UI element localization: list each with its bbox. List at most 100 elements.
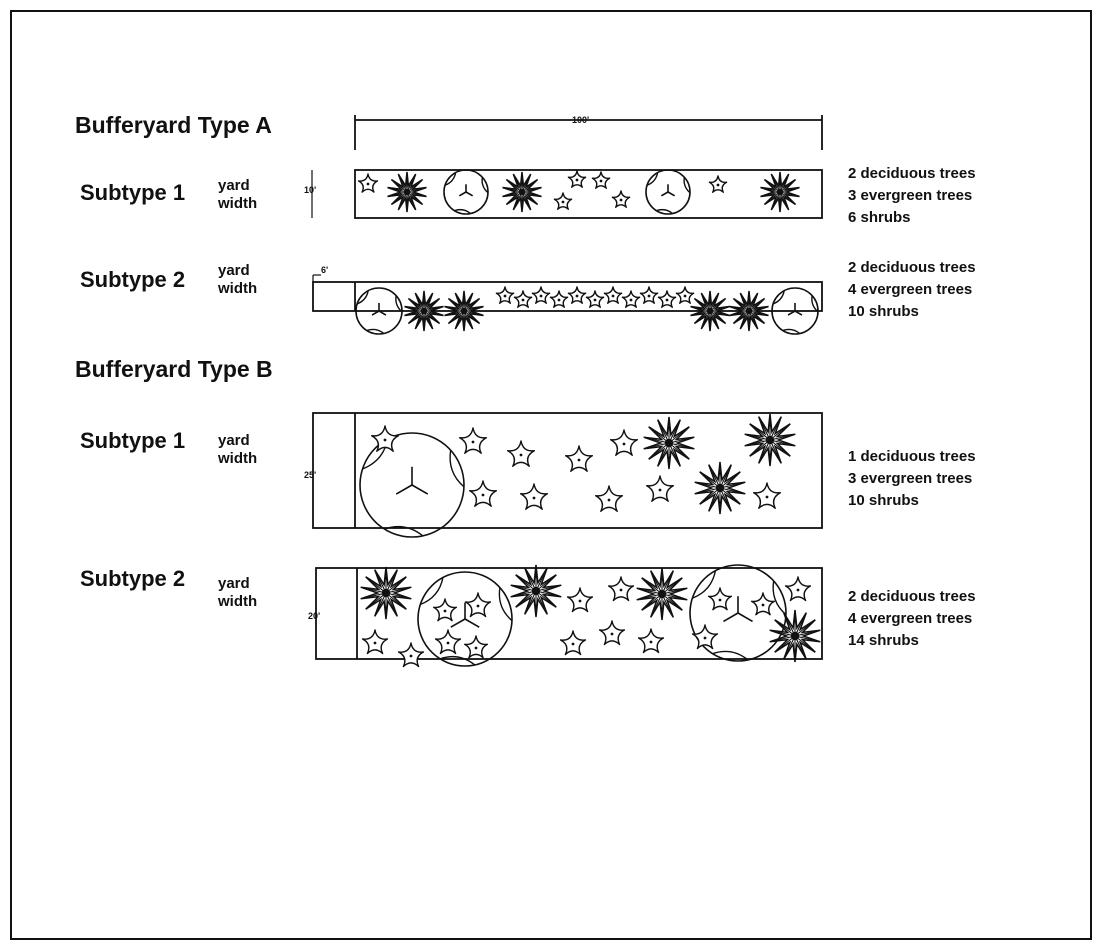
evergreen-tree-icon (769, 609, 821, 663)
deciduous-tree-icon (359, 432, 465, 538)
evergreen-tree-icon (729, 290, 769, 332)
evergreen-tree-icon (694, 461, 746, 515)
type-a-subtype-2-width-dimension: 6' (321, 265, 329, 275)
shrub-icon (607, 576, 635, 602)
shrub-icon (520, 483, 548, 510)
deciduous-tree-icon (417, 571, 513, 667)
evergreen-tree-icon (360, 566, 412, 620)
evergreen-count: 4 evergreen trees (848, 281, 973, 298)
shrub-icon (459, 427, 487, 454)
shrub-icon (566, 587, 594, 613)
evergreen-tree-icon (404, 290, 444, 332)
yard-label: yard (218, 432, 250, 449)
type-b-subtype-2-strip (315, 567, 823, 660)
type-b-heading: Bufferyard Type B (75, 356, 273, 382)
shrub-icon (357, 173, 379, 193)
type-b-subtype-2-label: Subtype 2 (80, 566, 186, 591)
shrub-count: 10 shrubs (848, 303, 919, 320)
shrub-count: 6 shrubs (848, 209, 911, 226)
shrub-icon (591, 171, 611, 189)
shrub-icon (750, 592, 776, 616)
type-b-subtype-2-yard-width: yard width (218, 575, 257, 611)
yard-label: yard (218, 575, 250, 592)
shrub-icon (565, 445, 593, 472)
type-a-subtype-1-label: Subtype 1 (80, 180, 186, 205)
shrub-icon (567, 170, 587, 188)
shrub-icon (434, 629, 462, 655)
shrub-icon (595, 485, 623, 512)
shrub-icon (469, 480, 497, 507)
deciduous-tree-icon (443, 169, 489, 215)
shrub-icon (598, 620, 626, 646)
shrub-icon (361, 629, 389, 655)
shrub-icon (549, 290, 569, 308)
shrub-count: 14 shrubs (848, 632, 919, 649)
deciduous-tree-icon (355, 287, 403, 335)
type-b-subtype-1-strip (312, 412, 823, 529)
width-label: width (218, 280, 258, 297)
type-b-subtype-2-width-dimension: 20' (308, 611, 321, 621)
type-b-subtype-1-width-dimension: 25' (304, 470, 317, 480)
width-label: width (218, 195, 258, 212)
shrub-icon (463, 635, 489, 659)
width-label: width (218, 593, 258, 610)
deciduous-count: 1 deciduous trees (848, 448, 976, 465)
type-b-subtype-1-yard-width: yard width (218, 432, 257, 468)
shrub-icon (495, 286, 515, 304)
shrub-icon (567, 286, 587, 304)
deciduous-count: 2 deciduous trees (848, 259, 976, 276)
evergreen-count: 4 evergreen trees (848, 610, 973, 627)
width-label: width (218, 450, 258, 467)
plan-structure (311, 115, 823, 660)
shrub-icon (784, 576, 812, 602)
shrub-icon (610, 429, 638, 456)
evergreen-count: 3 evergreen trees (848, 470, 973, 487)
shrub-icon (553, 192, 573, 210)
type-a-subtype-2-label: Subtype 2 (80, 267, 186, 292)
evergreen-tree-icon (760, 171, 800, 213)
shrub-icon (397, 642, 425, 668)
shrub-icon (371, 425, 399, 452)
shrub-icon (639, 286, 659, 304)
yard-label: yard (218, 262, 250, 279)
evergreen-tree-icon (387, 171, 427, 213)
shrub-icon (646, 475, 674, 502)
deciduous-tree-icon (771, 287, 819, 335)
type-a-subtype-1-counts: 2 deciduous trees 3 evergreen trees 6 sh… (848, 163, 976, 229)
shrub-count: 10 shrubs (848, 492, 919, 509)
shrub-icon (621, 290, 641, 308)
deciduous-tree-icon (689, 564, 787, 662)
shrub-icon (603, 286, 623, 304)
shrub-icon (585, 290, 605, 308)
evergreen-tree-icon (643, 416, 695, 470)
deciduous-tree-icon (645, 169, 691, 215)
shrub-icon (675, 286, 695, 304)
plan-plants (355, 169, 821, 668)
evergreen-tree-icon (502, 171, 542, 213)
shrub-icon (707, 587, 733, 611)
shrub-icon (531, 286, 551, 304)
type-a-subtype-2-yard-width: yard width (218, 262, 257, 298)
shrub-icon (559, 630, 587, 656)
yard-label: yard (218, 177, 250, 194)
shrub-icon (753, 482, 781, 509)
deciduous-count: 2 deciduous trees (848, 588, 976, 605)
evergreen-tree-icon (744, 413, 796, 467)
evergreen-tree-icon (636, 567, 688, 621)
type-b-subtype-1-label: Subtype 1 (80, 428, 186, 453)
evergreen-tree-icon (444, 290, 484, 332)
evergreen-tree-icon (690, 290, 730, 332)
shrub-icon (657, 290, 677, 308)
shrub-icon (611, 190, 631, 208)
shrub-icon (637, 628, 665, 654)
shrub-icon (708, 175, 728, 193)
evergreen-count: 3 evergreen trees (848, 187, 973, 204)
shrub-icon (691, 624, 719, 650)
type-a-subtype-1-width-dimension: 10' (304, 185, 317, 195)
type-a-subtype-1-strip (354, 169, 823, 219)
shrub-icon (513, 290, 533, 308)
deciduous-count: 2 deciduous trees (848, 165, 976, 182)
type-a-subtype-2-counts: 2 deciduous trees 4 evergreen trees 10 s… (848, 257, 976, 323)
type-a-subtype-1-yard-width: yard width (218, 177, 257, 213)
type-a-subtype-2-strip (312, 281, 823, 312)
